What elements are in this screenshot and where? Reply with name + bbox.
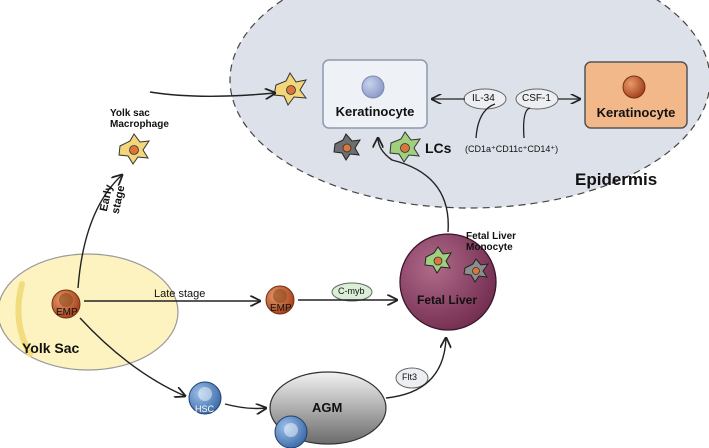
emp-yolk-label: EMP (56, 307, 78, 318)
arrow-liver-to-epidermis (378, 138, 449, 233)
arrow-macrophage-to-epidermis (149, 92, 275, 96)
cmyb-label: C-myb (338, 286, 365, 296)
cmyb-chip (331, 282, 373, 302)
keratinocyte-right-label: Keratinocyte (596, 105, 676, 120)
keratinocyte-left-label: Keratinocyte (335, 104, 415, 119)
agm-hsc-cell (274, 415, 308, 448)
lcs-markers-label: (CD1a⁺CD11c⁺CD14⁺) (465, 144, 559, 154)
yolk-sac-macrophage-label: Yolk sac Macrophage (110, 108, 169, 130)
flt3-label: Flt3 (402, 372, 418, 382)
fetal-liver-monocyte-1 (424, 246, 452, 274)
arrow-agm-to-liver (385, 338, 446, 399)
epidermis-label: Epidermis (575, 170, 658, 189)
il34-label: IL-34 (472, 93, 495, 104)
emp-mid-nucleus (273, 289, 287, 303)
yolk-sac-macrophage-cell (118, 133, 151, 165)
yolk-sac-label: Yolk Sac (22, 340, 80, 356)
fetal-liver-monocyte-2 (463, 258, 490, 283)
emp-mid-label: EMP (270, 303, 292, 314)
epidermis-macrophage (273, 72, 308, 106)
late-stage-label: Late stage (154, 288, 206, 300)
flt3-chip (395, 367, 429, 389)
lcs-label: LCs (425, 140, 452, 156)
keratinocyte-left-nucleus (361, 75, 385, 99)
emp-yolk-nucleus (59, 293, 73, 307)
hsc-nucleus (198, 387, 212, 401)
fetal-liver-label: Fetal Liver (417, 293, 478, 307)
csf1-label: CSF-1 (522, 93, 551, 104)
hsc-cell (188, 381, 222, 415)
arrow-yolk-to-hsc (79, 317, 185, 396)
epidermis-dark-cell (333, 133, 361, 161)
cytokine-bracket-2 (522, 107, 531, 139)
agm-hsc-nucleus (284, 423, 298, 437)
yolk-sac-highlight (15, 281, 33, 357)
hsc-label: HSC (195, 404, 215, 414)
fetal-liver (399, 233, 497, 331)
fetal-liver-monocyte-label: Fetal Liver Monocyte (466, 231, 517, 253)
yolk-sac (0, 253, 179, 371)
arrow-hsc-to-agm (224, 404, 266, 409)
agm-label: AGM (312, 400, 343, 415)
arrow-early-stage (77, 175, 122, 289)
keratinocyte-right-nucleus (622, 75, 646, 99)
cytokine-bracket (475, 103, 496, 139)
lc-cell (389, 131, 422, 163)
